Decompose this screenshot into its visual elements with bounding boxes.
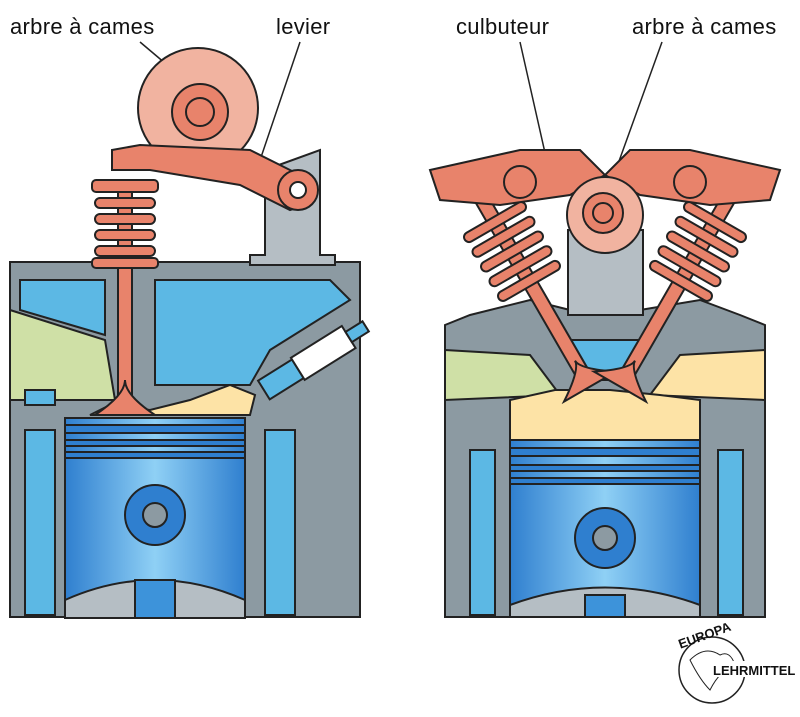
right-engine-dohc bbox=[428, 149, 782, 618]
europa-lehrmittel-logo: EUROPA LEHRMITTEL bbox=[676, 619, 795, 704]
valve-spring-left bbox=[91, 179, 159, 269]
spark-plug-icon bbox=[256, 319, 371, 401]
label-left-camshaft: arbre à cames bbox=[10, 14, 155, 39]
label-rocker: culbuteur bbox=[456, 14, 550, 39]
svg-text:LEHRMITTEL: LEHRMITTEL bbox=[713, 663, 795, 678]
label-right-camshaft: arbre à cames bbox=[632, 14, 777, 39]
label-lever: levier bbox=[276, 14, 331, 39]
left-engine-ohc bbox=[9, 47, 371, 619]
